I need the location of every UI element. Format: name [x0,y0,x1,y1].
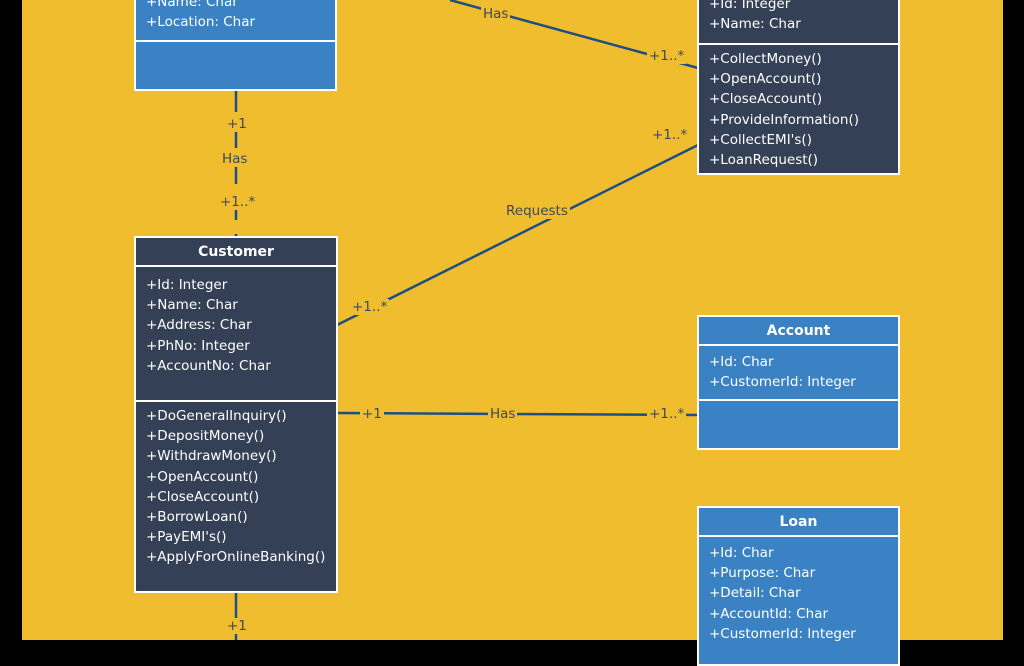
loan-attribute: +Detail: Char [709,585,801,602]
relation-label-bank-atm: Has [481,6,511,22]
atm-attributes: +Id: Integer +Name: Char [699,0,898,45]
atm-method: +LoanRequest() [709,152,819,169]
atm-method: +CollectMoney() [709,51,822,67]
loan-attribute: +AccountId: Char [709,605,829,622]
atm-attribute: +Id: Integer [709,0,791,12]
customer-class-name: Customer [136,238,336,267]
atm-attribute: +Name: Char [709,16,801,33]
multiplicity-customer-atm-target: +1..* [650,127,690,143]
customer-attributes: +Id: Integer +Name: Char +Address: Char … [136,267,336,402]
customer-methods: +DoGeneralInquiry() +DepositMoney() +Wit… [136,402,336,568]
atm-method: +OpenAccount() [709,71,822,88]
multiplicity-bank-atm-target: +1..* [647,48,687,64]
multiplicity-customer-bottom-source: +1 [225,618,249,634]
atm-methods: +CollectMoney() +OpenAccount() +CloseAcc… [699,45,898,170]
customer-attribute: +Name: Char [146,297,238,314]
relation-label-customer-atm: Requests [504,203,570,219]
atm-class-box[interactable]: +Id: Integer +Name: Char +CollectMoney()… [697,0,900,175]
multiplicity-bank-customer-target: +1..* [218,194,258,210]
loan-class-box[interactable]: Loan +Id: Char +Purpose: Char +Detail: C… [697,506,900,666]
customer-method: +BorrowLoan() [146,509,248,526]
account-attributes: +Id: Char +CustomerId: Integer [699,346,898,401]
loan-attribute: +Id: Char [709,545,774,561]
relation-label-customer-account: Has [488,406,518,422]
account-attribute: +Id: Char [709,354,774,370]
multiplicity-customer-account-target: +1..* [647,406,687,422]
customer-method: +DoGeneralInquiry() [146,408,287,424]
customer-method: +CloseAccount() [146,488,260,505]
multiplicity-customer-atm-source: +1..* [350,299,390,315]
account-class-name: Account [699,317,898,346]
account-methods [699,401,898,404]
customer-method: +OpenAccount() [146,468,259,485]
customer-attribute: +Address: Char [146,317,252,334]
multiplicity-customer-account-source: +1 [360,406,384,422]
customer-attribute: +AccountNo: Char [146,357,271,374]
loan-attribute: +CustomerId: Integer [709,625,856,642]
customer-method: +DepositMoney() [146,428,265,445]
loan-attributes: +Id: Char +Purpose: Char +Detail: Char +… [699,537,898,644]
atm-method: +ProvideInformation() [709,111,860,128]
bank-attributes: +Name: Char +Location: Char [136,0,335,42]
atm-method: +CloseAccount() [709,91,823,108]
customer-method: +PayEMI's() [146,529,227,546]
customer-method: +ApplyForOnlineBanking() [146,549,326,566]
multiplicity-bank-customer-source: +1 [225,116,249,132]
customer-class-box[interactable]: Customer +Id: Integer +Name: Char +Addre… [134,236,338,593]
loan-class-name: Loan [699,508,898,537]
bank-methods [136,42,335,45]
customer-attribute: +Id: Integer [146,277,228,293]
account-attribute: +CustomerId: Integer [709,374,856,391]
bank-class-box[interactable]: +Name: Char +Location: Char [134,0,337,91]
customer-method: +WithdrawMoney() [146,448,277,465]
bank-attribute: +Name: Char [146,0,238,10]
relation-label-bank-customer: Has [220,151,250,167]
customer-attribute: +PhNo: Integer [146,337,250,354]
account-class-box[interactable]: Account +Id: Char +CustomerId: Integer [697,315,900,450]
bank-attribute: +Location: Char [146,14,256,31]
loan-attribute: +Purpose: Char [709,565,816,582]
atm-method: +CollectEMI's() [709,131,812,148]
